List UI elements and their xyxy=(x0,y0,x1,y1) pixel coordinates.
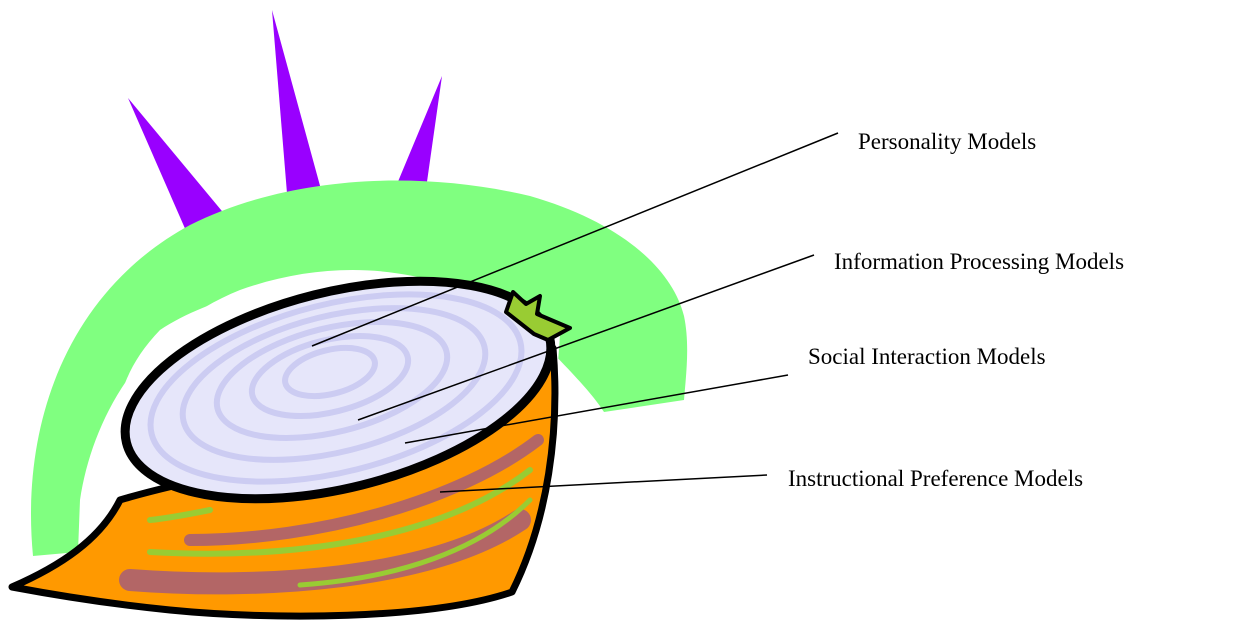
label-instructional-preference-models: Instructional Preference Models xyxy=(788,467,1083,490)
label-information-processing-models: Information Processing Models xyxy=(834,250,1124,273)
label-social-interaction-models: Social Interaction Models xyxy=(808,345,1046,368)
label-personality-models: Personality Models xyxy=(858,130,1036,153)
